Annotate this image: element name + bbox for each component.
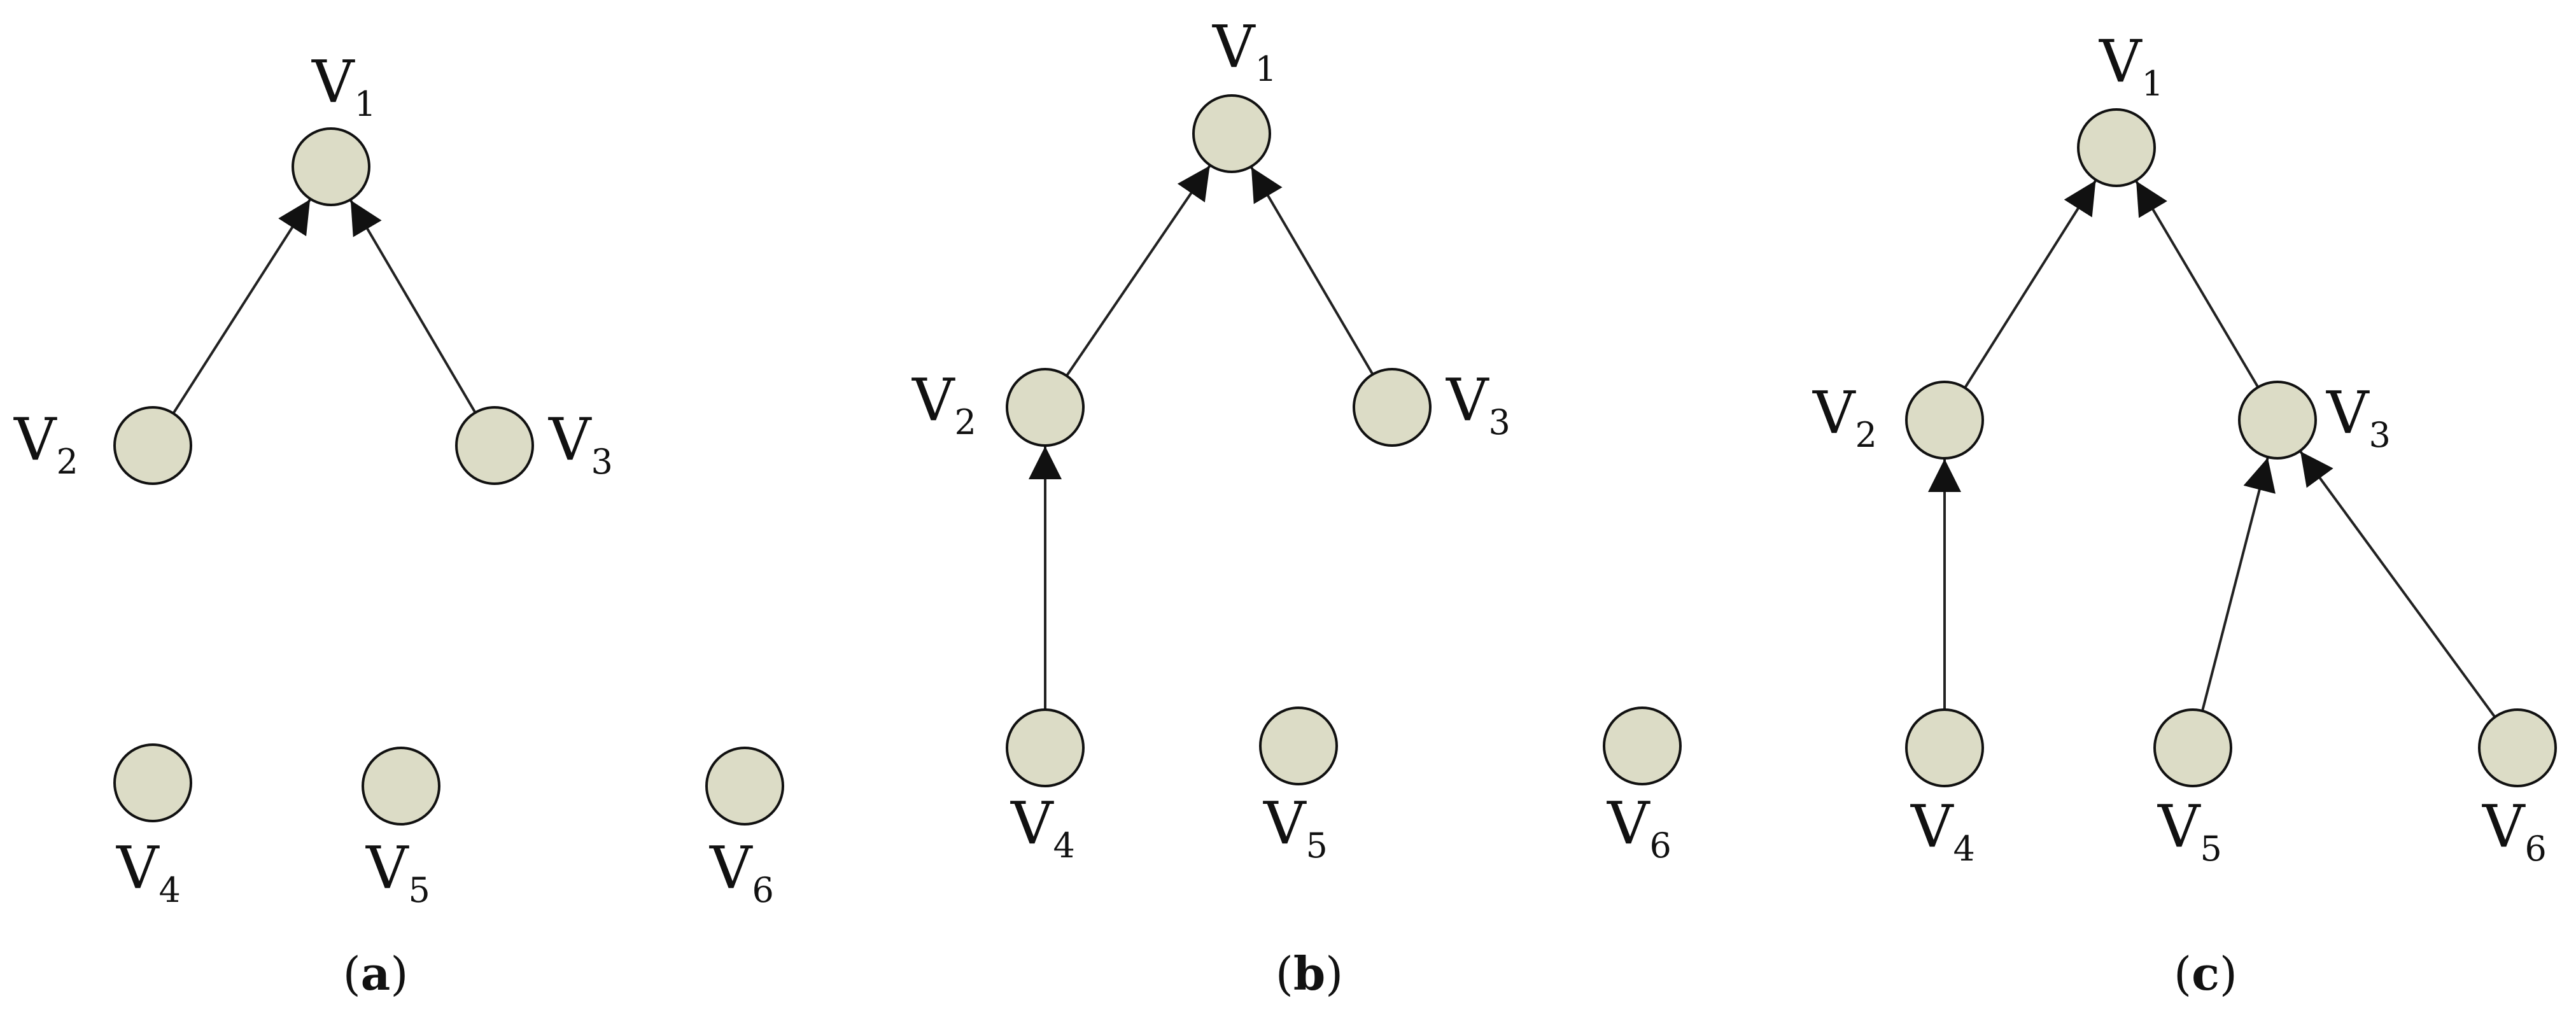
node-label-subscript: 6 — [2524, 829, 2546, 869]
node-label-subscript: 4 — [158, 870, 180, 910]
caption-open-paren: ( — [343, 947, 361, 1001]
edge-v3-to-v1 — [349, 199, 477, 414]
node-v4 — [113, 743, 192, 822]
node-label-subscript: 5 — [408, 870, 430, 910]
node-label-v1: V1 — [311, 48, 376, 124]
node-label-letter: V — [911, 366, 955, 434]
node-label-v2: V2 — [911, 366, 976, 442]
edge-v5-to-v3 — [2201, 457, 2276, 712]
panel-caption-b: (b) — [1276, 946, 1344, 1001]
caption-open-paren: ( — [1276, 947, 1293, 1001]
node-v1 — [1192, 94, 1271, 173]
node-label-v2: V2 — [13, 405, 78, 482]
node-label-letter: V — [1212, 13, 1256, 81]
caption-close-paren: ) — [390, 947, 408, 1001]
node-label-v3: V3 — [2326, 379, 2391, 455]
node-label-v1: V1 — [2099, 27, 2164, 104]
node-v3 — [1353, 368, 1432, 447]
edge-v6-to-v3 — [2299, 451, 2496, 718]
node-label-v6: V6 — [2482, 792, 2547, 869]
node-v4 — [1006, 708, 1085, 787]
node-label-subscript: 4 — [1953, 829, 1974, 869]
edge-v2-to-v1 — [1066, 165, 1211, 377]
edge-v2-to-v1 — [1964, 179, 2097, 389]
node-label-letter: V — [116, 834, 160, 902]
caption-letter: a — [361, 946, 391, 1001]
node-label-subscript: 2 — [954, 402, 976, 442]
node-v5 — [362, 747, 440, 826]
node-label-letter: V — [2326, 379, 2370, 447]
node-label-v5: V5 — [2157, 792, 2222, 869]
node-label-letter: V — [1607, 789, 1650, 857]
node-v5 — [2153, 708, 2232, 787]
node-v4 — [1905, 708, 1984, 787]
panel-caption-c: (c) — [2174, 946, 2237, 1001]
node-label-letter: V — [2157, 792, 2201, 861]
node-label-subscript: 1 — [354, 84, 376, 124]
node-label-v5: V5 — [365, 834, 430, 910]
node-label-letter: V — [1010, 789, 1054, 857]
node-label-v1: V1 — [1212, 13, 1277, 89]
node-label-letter: V — [709, 834, 753, 902]
node-v1 — [292, 127, 370, 206]
node-v2 — [113, 406, 192, 485]
node-label-subscript: 3 — [591, 442, 612, 482]
caption-open-paren: ( — [2174, 947, 2192, 1001]
node-label-letter: V — [548, 405, 592, 474]
node-label-letter: V — [1446, 366, 1489, 434]
node-v6 — [1603, 706, 1682, 785]
edge-v2-to-v1 — [172, 199, 311, 414]
node-label-letter: V — [1910, 792, 1954, 861]
node-label-subscript: 3 — [1488, 402, 1510, 442]
node-v6 — [705, 747, 784, 826]
node-label-v3: V3 — [548, 405, 613, 482]
caption-letter: c — [2192, 946, 2220, 1001]
node-v2 — [1905, 381, 1984, 460]
caption-close-paren: ) — [2220, 947, 2237, 1001]
node-v5 — [1259, 706, 1338, 785]
node-v6 — [2478, 708, 2557, 787]
node-label-subscript: 6 — [752, 870, 773, 910]
node-label-letter: V — [1812, 379, 1856, 447]
node-label-letter: V — [13, 405, 57, 474]
node-v3 — [2238, 381, 2317, 460]
node-label-v4: V4 — [1010, 789, 1075, 866]
node-label-subscript: 5 — [1306, 826, 1327, 866]
edge-v3-to-v1 — [2135, 180, 2260, 388]
node-v2 — [1006, 368, 1085, 447]
node-label-subscript: 1 — [1255, 49, 1276, 89]
node-label-subscript: 1 — [2141, 64, 2163, 104]
panel-caption-a: (a) — [343, 946, 409, 1001]
node-label-v5: V5 — [1263, 789, 1328, 866]
node-label-v6: V6 — [1607, 789, 1672, 866]
node-label-letter: V — [1263, 789, 1307, 857]
node-label-letter: V — [2482, 792, 2526, 861]
edge-v3-to-v1 — [1250, 166, 1374, 376]
node-label-subscript: 2 — [1855, 415, 1876, 455]
node-label-letter: V — [2099, 27, 2143, 95]
node-label-v4: V4 — [116, 834, 181, 910]
node-label-subscript: 4 — [1053, 826, 1074, 866]
node-label-subscript: 3 — [2368, 415, 2390, 455]
node-label-subscript: 2 — [56, 442, 78, 482]
node-label-v3: V3 — [1446, 366, 1510, 442]
node-v3 — [455, 406, 534, 485]
node-label-letter: V — [365, 834, 409, 902]
node-label-letter: V — [311, 48, 355, 116]
caption-letter: b — [1293, 946, 1325, 1001]
node-label-v4: V4 — [1910, 792, 1975, 869]
node-label-subscript: 5 — [2200, 829, 2221, 869]
node-label-v2: V2 — [1812, 379, 1877, 455]
node-v1 — [2077, 108, 2156, 187]
node-label-subscript: 6 — [1649, 826, 1671, 866]
caption-close-paren: ) — [1325, 947, 1343, 1001]
node-label-v6: V6 — [709, 834, 774, 910]
